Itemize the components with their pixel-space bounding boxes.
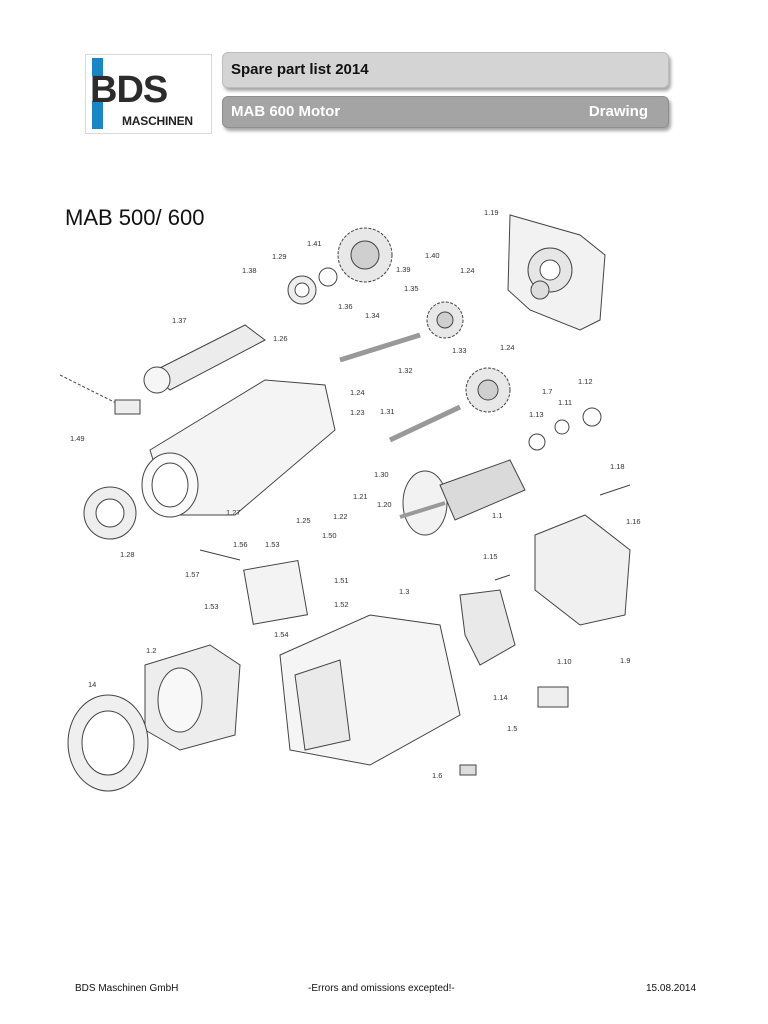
end-ring-14 <box>67 694 149 792</box>
part-label: 1.57 <box>185 570 200 579</box>
carbon-brush-1-6 <box>459 764 477 776</box>
part-label: 1.27 <box>226 508 241 517</box>
part-label: 1.2 <box>146 646 156 655</box>
part-label: 1.49 <box>70 434 85 443</box>
part-label: 1.32 <box>398 366 413 375</box>
part-label: 1.22 <box>333 512 348 521</box>
part-label: 1.25 <box>296 516 311 525</box>
part-label: 1.12 <box>578 377 593 386</box>
part-label: 1.24 <box>460 266 475 275</box>
part-label: 1.5 <box>507 724 517 733</box>
part-label: 1.54 <box>274 630 289 639</box>
armature-1-1 <box>399 459 526 536</box>
part-label: 1.15 <box>483 552 498 561</box>
part-label: 1.1 <box>492 511 502 520</box>
part-label: 1.50 <box>322 531 337 540</box>
gear-1-39 <box>337 227 393 283</box>
shaft-1-31 <box>388 404 462 443</box>
drawing-title: MAB 500/ 600 <box>65 205 205 230</box>
part-label: 1.24 <box>500 343 515 352</box>
footer-date: 15.08.2014 <box>646 983 697 994</box>
part-label: 1.9 <box>620 656 630 665</box>
part-label: 1.29 <box>272 252 287 261</box>
part-label: 1.14 <box>493 693 508 702</box>
exploded-parts-drawing: 1.19 1.40 1.41 1.29 1.38 1.39 1.24 1.35 … <box>59 208 641 792</box>
logo-accent-top <box>92 58 103 76</box>
footer-company: BDS Maschinen GmbH <box>75 983 179 994</box>
part-label: 1.28 <box>120 550 135 559</box>
part-label: 1.52 <box>334 600 349 609</box>
part-label: 1.34 <box>365 311 380 320</box>
part-label: 14 <box>88 680 96 689</box>
part-label: 1.56 <box>233 540 248 549</box>
gear-1-33 <box>465 367 511 413</box>
ring-1-11 <box>554 419 570 435</box>
part-label: 1.13 <box>529 410 544 419</box>
part-label: 1.20 <box>377 500 392 509</box>
clamp-1-49 <box>114 399 141 415</box>
part-label: 1.39 <box>396 265 411 274</box>
gear-housing-cover <box>507 214 606 331</box>
document-subtitle-bar: MAB 600 Motor Drawing <box>222 96 669 128</box>
part-label: 1.35 <box>404 284 419 293</box>
logo-text: BDS <box>90 69 168 111</box>
bearing-1-13 <box>528 433 546 451</box>
field-coil-1-2 <box>144 644 241 751</box>
ring-1-12 <box>582 407 602 427</box>
part-label: 1.18 <box>610 462 625 471</box>
section-label: Drawing <box>588 103 648 120</box>
fan-housing-1-16 <box>534 514 631 626</box>
screw-1-15 <box>494 574 511 581</box>
electronics-1-14 <box>459 589 516 666</box>
part-label: 1.41 <box>307 239 322 248</box>
logo-accent-bottom <box>92 101 103 129</box>
part-label: 1.36 <box>338 302 353 311</box>
screw-1-18 <box>599 484 631 496</box>
company-logo: BDS MASCHINEN <box>85 54 212 134</box>
motor-housing-1-3 <box>279 614 461 766</box>
part-label: 1.53 <box>265 540 280 549</box>
document-subtitle: MAB 600 Motor <box>231 103 341 120</box>
logo-subtext: MASCHINEN <box>122 114 193 128</box>
part-label: 1.16 <box>626 517 641 526</box>
part-label: 1.21 <box>353 492 368 501</box>
part-label: 1.6 <box>432 771 442 780</box>
screw-1-57 <box>199 549 241 561</box>
part-label: 1.11 <box>558 398 572 407</box>
shaft-1-34 <box>339 332 421 363</box>
part-label: 1.40 <box>425 251 440 260</box>
part-label: 1.26 <box>273 334 288 343</box>
part-label: 1.37 <box>172 316 187 325</box>
part-label: 1.24 <box>350 388 365 397</box>
footer-note: -Errors and omissions excepted!- <box>308 983 455 994</box>
part-label: 1.30 <box>374 470 389 479</box>
part-label: 1.51 <box>334 576 349 585</box>
part-label: 1.38 <box>242 266 257 275</box>
brush-holder-1-5 <box>537 686 569 708</box>
part-label: 1.7 <box>542 387 552 396</box>
part-label: 1.23 <box>350 408 365 417</box>
document-title-bar: Spare part list 2014 <box>222 52 669 88</box>
part-label: 1.19 <box>484 208 499 217</box>
gear-1-35 <box>426 301 464 339</box>
document-title: Spare part list 2014 <box>231 61 369 78</box>
part-label: 1.31 <box>380 407 395 416</box>
part-label: 1.3 <box>399 587 409 596</box>
ring-1-41 <box>318 267 338 287</box>
part-label: 1.10 <box>557 657 572 666</box>
switch-1-56 <box>243 559 309 625</box>
part-label: 1.53 <box>204 602 219 611</box>
part-label: 1.33 <box>452 346 467 355</box>
